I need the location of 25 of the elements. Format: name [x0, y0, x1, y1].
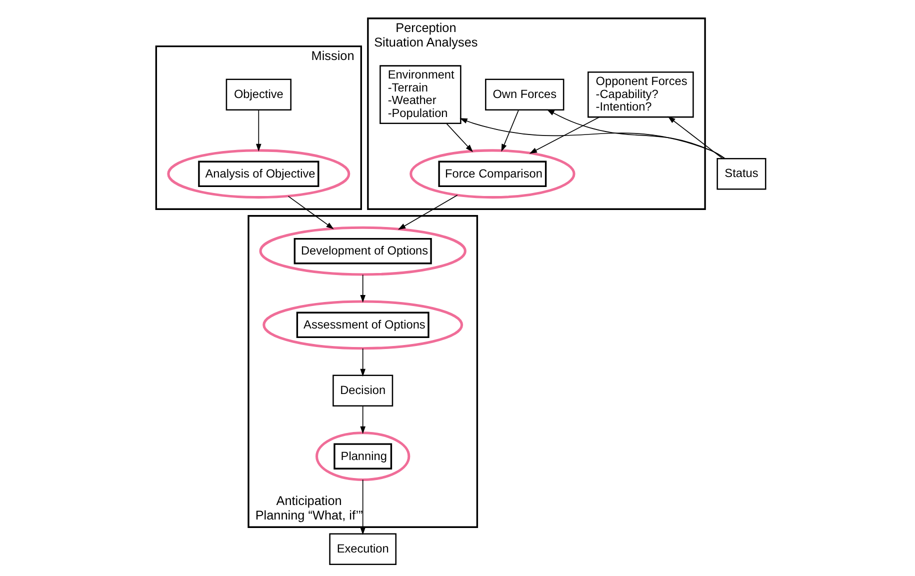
arrow: [446, 123, 473, 152]
node-box: Status: [716, 158, 766, 190]
node-box: Environment -Terrain -Weather -Population: [380, 65, 462, 124]
node-box: Own Forces: [485, 78, 564, 110]
arrow: [256, 110, 262, 152]
arrow: [360, 274, 366, 303]
arrow: [360, 406, 366, 434]
arrow: [529, 116, 600, 154]
node-box: Execution: [329, 533, 397, 566]
node-ellipse: Analysis of Objective: [167, 149, 350, 199]
node-ellipse: Force Comparison: [410, 149, 576, 199]
arrow: [398, 194, 458, 230]
arrow: [501, 110, 519, 152]
arrow: [360, 479, 366, 535]
node-box: Objective: [226, 78, 292, 110]
node-box: Opponent Forces -Capability? -Intention?: [588, 72, 694, 118]
arrow: [288, 196, 334, 230]
arrow: [546, 109, 725, 159]
node-ellipse: Planning: [316, 432, 410, 482]
node-ellipse: Development of Options: [259, 226, 466, 276]
arrow: [460, 118, 726, 159]
node-ellipse: Assessment of Options: [262, 300, 464, 350]
node-box: Decision: [332, 374, 394, 406]
arrow: [360, 348, 366, 377]
arrow: [668, 116, 723, 159]
